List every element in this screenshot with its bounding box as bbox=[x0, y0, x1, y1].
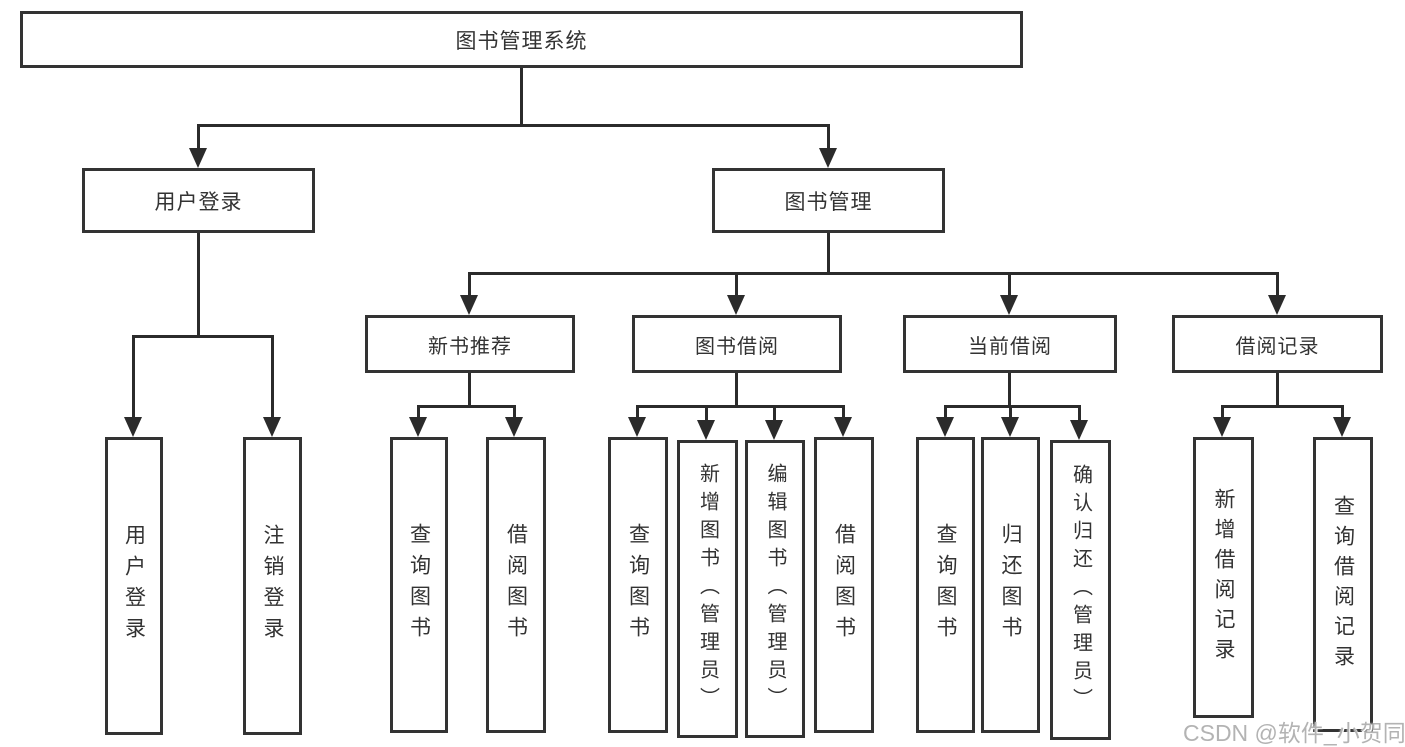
csdn-watermark: CSDN @软件_小贺同学 bbox=[1183, 720, 1405, 746]
connector-line bbox=[1276, 272, 1279, 297]
connector-line bbox=[468, 272, 471, 297]
connector-line bbox=[842, 405, 845, 417]
connector-line bbox=[1341, 405, 1344, 417]
arrow-down-icon bbox=[1268, 295, 1286, 315]
node-confirm-return-admin: 确认归还（管理员） bbox=[1050, 440, 1111, 740]
connector-line bbox=[417, 405, 516, 408]
node-book-borrowing: 图书借阅 bbox=[632, 315, 842, 373]
connector-line bbox=[944, 405, 1081, 408]
leaf-label: 查询图书 bbox=[934, 523, 957, 647]
node-query-books-borrowing: 查询图书 bbox=[608, 437, 668, 733]
connector-line bbox=[705, 405, 708, 420]
arrow-down-icon bbox=[727, 295, 745, 315]
connector-line bbox=[520, 68, 523, 124]
node-add-borrow-record: 新增借阅记录 bbox=[1193, 437, 1254, 718]
connector-line bbox=[197, 124, 200, 150]
node-borrow-books-leaf: 借阅图书 bbox=[814, 437, 874, 733]
node-query-books-current: 查询图书 bbox=[916, 437, 975, 733]
arrow-down-icon bbox=[1213, 417, 1231, 437]
arrow-down-icon bbox=[819, 148, 837, 168]
connector-line bbox=[132, 335, 274, 338]
node-user-login-leaf: 用户登录 bbox=[105, 437, 163, 735]
arrow-down-icon bbox=[697, 420, 715, 440]
leaf-label: 查询图书 bbox=[407, 523, 431, 647]
node-return-books: 归还图书 bbox=[981, 437, 1040, 733]
leaf-label: 借阅图书 bbox=[832, 523, 856, 647]
connector-line bbox=[468, 373, 471, 405]
arrow-down-icon bbox=[1000, 295, 1018, 315]
node-edit-books-admin: 编辑图书（管理员） bbox=[745, 440, 805, 738]
leaf-label: 借阅图书 bbox=[504, 523, 528, 647]
leaf-label: 用户登录 bbox=[122, 524, 146, 648]
arrow-down-icon bbox=[628, 417, 646, 437]
node-book-management: 图书管理 bbox=[712, 168, 945, 233]
connector-line bbox=[1008, 272, 1011, 297]
leaf-label: 新增借阅记录 bbox=[1212, 487, 1235, 668]
node-query-books-recommend: 查询图书 bbox=[390, 437, 448, 733]
connector-line bbox=[417, 405, 420, 417]
arrow-down-icon bbox=[505, 417, 523, 437]
arrow-down-icon bbox=[1001, 417, 1019, 437]
connector-line bbox=[197, 124, 830, 127]
connector-line bbox=[513, 405, 516, 417]
node-current-borrowing: 当前借阅 bbox=[903, 315, 1117, 373]
leaf-label: 归还图书 bbox=[999, 523, 1022, 647]
connector-line bbox=[827, 233, 830, 272]
connector-line bbox=[944, 405, 947, 417]
connector-line bbox=[1078, 405, 1081, 420]
arrow-down-icon bbox=[1333, 417, 1351, 437]
connector-line bbox=[1008, 373, 1011, 405]
arrow-down-icon bbox=[460, 295, 478, 315]
node-borrow-books-recommend: 借阅图书 bbox=[486, 437, 546, 733]
arrow-down-icon bbox=[1070, 420, 1088, 440]
connector-line bbox=[636, 405, 845, 408]
connector-line bbox=[468, 272, 1279, 275]
leaf-label: 查询借阅记录 bbox=[1331, 494, 1355, 675]
connector-line bbox=[1221, 405, 1344, 408]
node-borrowing-records: 借阅记录 bbox=[1172, 315, 1383, 373]
node-new-book-recommend: 新书推荐 bbox=[365, 315, 575, 373]
leaf-label: 编辑图书（管理员） bbox=[764, 463, 786, 715]
connector-line bbox=[197, 233, 200, 335]
node-add-books-admin: 新增图书（管理员） bbox=[677, 440, 738, 738]
connector-line bbox=[1221, 405, 1224, 417]
arrow-down-icon bbox=[263, 417, 281, 437]
connector-line bbox=[735, 373, 738, 405]
arrow-down-icon bbox=[409, 417, 427, 437]
connector-line bbox=[735, 272, 738, 297]
connector-line bbox=[1276, 373, 1279, 405]
arrow-down-icon bbox=[124, 417, 142, 437]
connector-line bbox=[271, 335, 274, 417]
connector-line bbox=[827, 124, 830, 150]
connector-line bbox=[1009, 405, 1012, 417]
arrow-down-icon bbox=[189, 148, 207, 168]
connector-line bbox=[773, 405, 776, 420]
node-logout-leaf: 注销登录 bbox=[243, 437, 302, 735]
leaf-label: 查询图书 bbox=[626, 523, 650, 647]
node-query-borrow-record: 查询借阅记录 bbox=[1313, 437, 1373, 732]
node-user-login: 用户登录 bbox=[82, 168, 315, 233]
leaf-label: 新增图书（管理员） bbox=[696, 463, 719, 715]
connector-line bbox=[132, 335, 135, 417]
arrow-down-icon bbox=[765, 420, 783, 440]
connector-line bbox=[636, 405, 639, 417]
arrow-down-icon bbox=[834, 417, 852, 437]
leaf-label: 注销登录 bbox=[261, 524, 284, 648]
arrow-down-icon bbox=[936, 417, 954, 437]
leaf-label: 确认归还（管理员） bbox=[1069, 464, 1092, 716]
node-library-system: 图书管理系统 bbox=[20, 11, 1023, 68]
